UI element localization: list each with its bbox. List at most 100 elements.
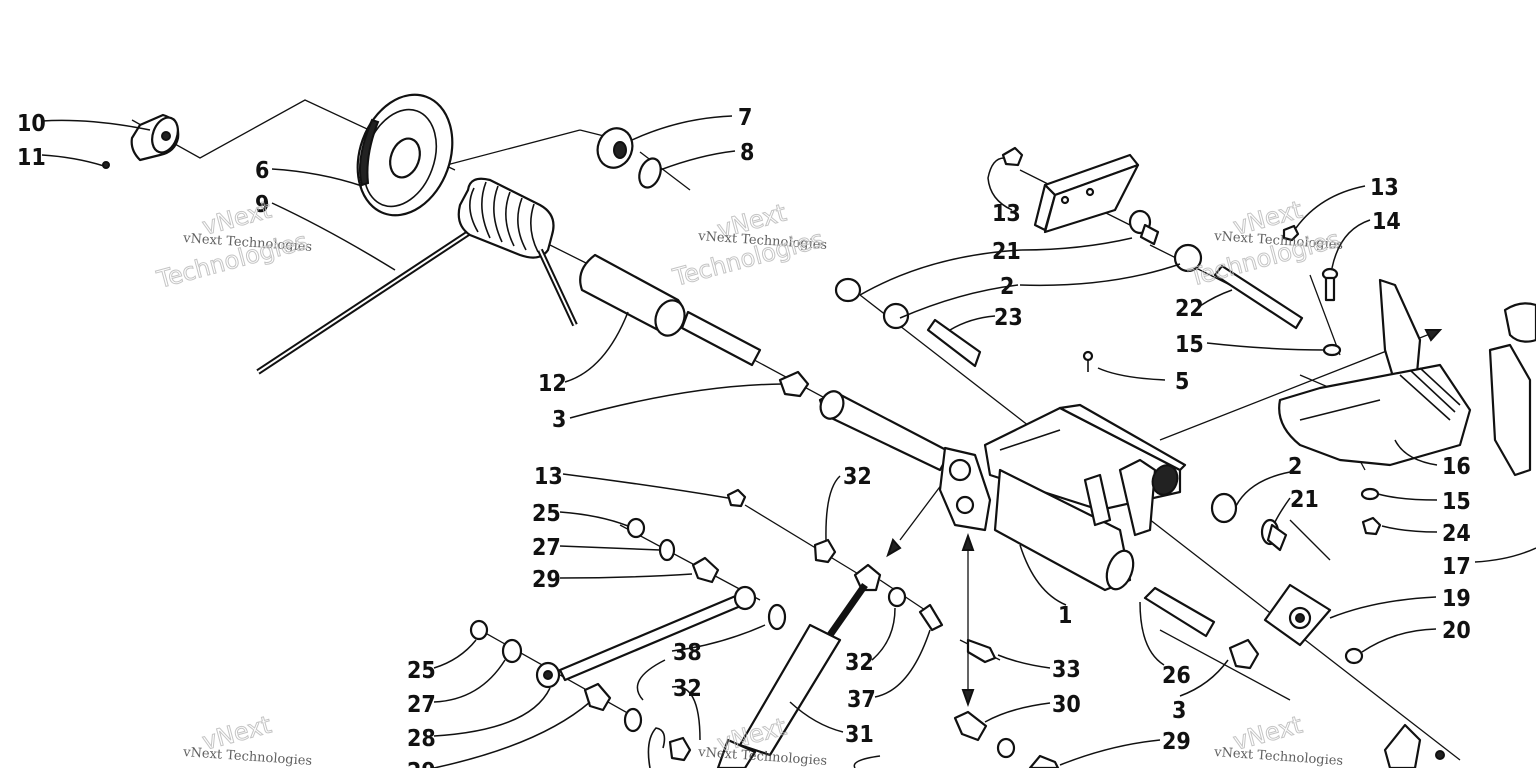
callout-labels: 10 11 6 9 7 8 12 3 13 21 2 23 22 15 5 13… bbox=[17, 105, 1471, 768]
bushing-part-3-upper bbox=[778, 370, 810, 398]
callout-32-upper: 32 bbox=[843, 464, 872, 490]
nut-part-25-lower bbox=[469, 619, 489, 641]
bushing-part-30 bbox=[953, 710, 988, 742]
callout-1: 1 bbox=[1058, 603, 1072, 629]
callout-8: 8 bbox=[740, 140, 754, 166]
callout-32-lower: 32 bbox=[673, 676, 702, 702]
callout-37: 37 bbox=[847, 687, 876, 713]
callout-23: 23 bbox=[994, 305, 1023, 331]
nut-part-13-right bbox=[1282, 224, 1300, 242]
callout-13-upper: 13 bbox=[992, 201, 1021, 227]
pin-part-22 bbox=[1213, 264, 1304, 330]
callout-27-upper: 27 bbox=[532, 535, 561, 561]
mounting-bracket bbox=[1033, 153, 1140, 234]
callout-32-mid: 32 bbox=[845, 650, 874, 676]
hose-clip bbox=[647, 727, 666, 768]
bushing-part-3-lower bbox=[1228, 638, 1260, 670]
callout-15-upper: 15 bbox=[1175, 332, 1204, 358]
callout-5: 5 bbox=[1175, 369, 1189, 395]
bushing-part-21-right bbox=[1260, 518, 1288, 552]
spacer-tube-part-12 bbox=[579, 253, 762, 367]
nut-part-13-upper bbox=[1001, 146, 1024, 167]
callout-29-upper: 29 bbox=[532, 567, 561, 593]
spacer-part-37 bbox=[918, 603, 944, 632]
callout-33: 33 bbox=[1052, 657, 1081, 683]
washer-part-27-upper bbox=[658, 538, 676, 562]
washer-part-2-upper bbox=[1173, 243, 1203, 273]
bushing-part-29-lower bbox=[583, 682, 612, 712]
washer-part-38-lower bbox=[623, 707, 643, 733]
bushing-part-29-upper bbox=[691, 556, 720, 584]
callout-3-lower: 3 bbox=[1172, 698, 1186, 724]
nut-part-13-lower bbox=[726, 488, 747, 508]
collar-part-10 bbox=[130, 113, 180, 162]
callout-26: 26 bbox=[1162, 663, 1191, 689]
callout-25-lower: 25 bbox=[407, 658, 436, 684]
callout-14: 14 bbox=[1372, 209, 1401, 235]
callout-11: 11 bbox=[17, 145, 46, 171]
washer-part-27-lower bbox=[501, 638, 523, 664]
end-plate-part-19 bbox=[1263, 583, 1332, 647]
callout-19: 19 bbox=[1442, 586, 1471, 612]
callout-10: 10 bbox=[17, 111, 46, 137]
callout-20: 20 bbox=[1442, 618, 1471, 644]
bracket-bottom-right bbox=[1383, 723, 1422, 768]
stop-bracket-part-16 bbox=[1278, 278, 1536, 477]
bushing-part-32-lower bbox=[668, 736, 692, 762]
callout-15-lower: 15 bbox=[1442, 489, 1471, 515]
washer-part-2-left bbox=[882, 302, 910, 330]
callout-9: 9 bbox=[255, 192, 269, 218]
callout-38: 38 bbox=[673, 640, 702, 666]
callout-2-upper: 2 bbox=[1000, 274, 1014, 300]
washer-part-2-right bbox=[1210, 492, 1238, 524]
bolt-part-14 bbox=[1321, 267, 1339, 302]
callout-17: 17 bbox=[1442, 554, 1471, 580]
idler-wheel-part-6 bbox=[356, 93, 454, 217]
callout-25-upper: 25 bbox=[532, 501, 561, 527]
snap-ring-part-8 bbox=[638, 157, 662, 189]
callout-21-right: 21 bbox=[1290, 487, 1319, 513]
grease-fitting-part-5 bbox=[1082, 350, 1094, 372]
pin-part-26 bbox=[1143, 586, 1216, 638]
callout-22: 22 bbox=[1175, 296, 1204, 322]
watermark-text: vNext Technologies bbox=[1213, 745, 1344, 768]
callout-13-right: 13 bbox=[1370, 175, 1399, 201]
nut-part-29-bottom-right bbox=[1028, 754, 1060, 768]
callout-6: 6 bbox=[255, 158, 269, 184]
set-screw-part-11 bbox=[102, 161, 110, 169]
callout-16: 16 bbox=[1442, 454, 1471, 480]
bolt-part-33 bbox=[966, 638, 997, 664]
callout-21-upper: 21 bbox=[992, 239, 1021, 265]
callout-27-lower: 27 bbox=[407, 692, 436, 718]
callout-30: 30 bbox=[1052, 692, 1081, 718]
callout-29-lower-left: 29 bbox=[407, 759, 436, 768]
flanged-bushing-part-21-left bbox=[834, 277, 862, 303]
callout-3-upper: 3 bbox=[552, 407, 566, 433]
pin-part-23 bbox=[926, 318, 982, 368]
shock-absorber-part-31 bbox=[716, 563, 882, 768]
nut-part-25-upper bbox=[626, 517, 646, 539]
callout-7: 7 bbox=[738, 105, 752, 131]
link-rod-part-28 bbox=[535, 585, 757, 689]
leader-lines bbox=[41, 115, 1536, 768]
watermark-text: vNext Technologies bbox=[182, 745, 313, 768]
bearing-part-7 bbox=[596, 127, 634, 169]
torsion-spring-part-9 bbox=[256, 177, 578, 375]
callout-29-lower-right: 29 bbox=[1162, 729, 1191, 755]
washer-part-29-lower bbox=[996, 737, 1016, 759]
callout-28: 28 bbox=[407, 726, 436, 752]
washer-part-15-upper bbox=[1322, 343, 1342, 357]
bushing-part-32-upper bbox=[813, 538, 837, 564]
nut-part-24 bbox=[1361, 516, 1382, 536]
washer-part-38 bbox=[767, 603, 787, 631]
callout-12: 12 bbox=[538, 371, 567, 397]
bushing-part-32-mid bbox=[887, 586, 907, 608]
pivot-arm-part-1 bbox=[818, 390, 1187, 592]
callout-31: 31 bbox=[845, 722, 874, 748]
flanged-bushing-part-21-upper bbox=[1128, 209, 1160, 246]
callout-13-lower: 13 bbox=[534, 464, 563, 490]
callout-24: 24 bbox=[1442, 521, 1471, 547]
washer-part-20 bbox=[1344, 647, 1364, 665]
washer-part-15-lower bbox=[1360, 487, 1380, 501]
